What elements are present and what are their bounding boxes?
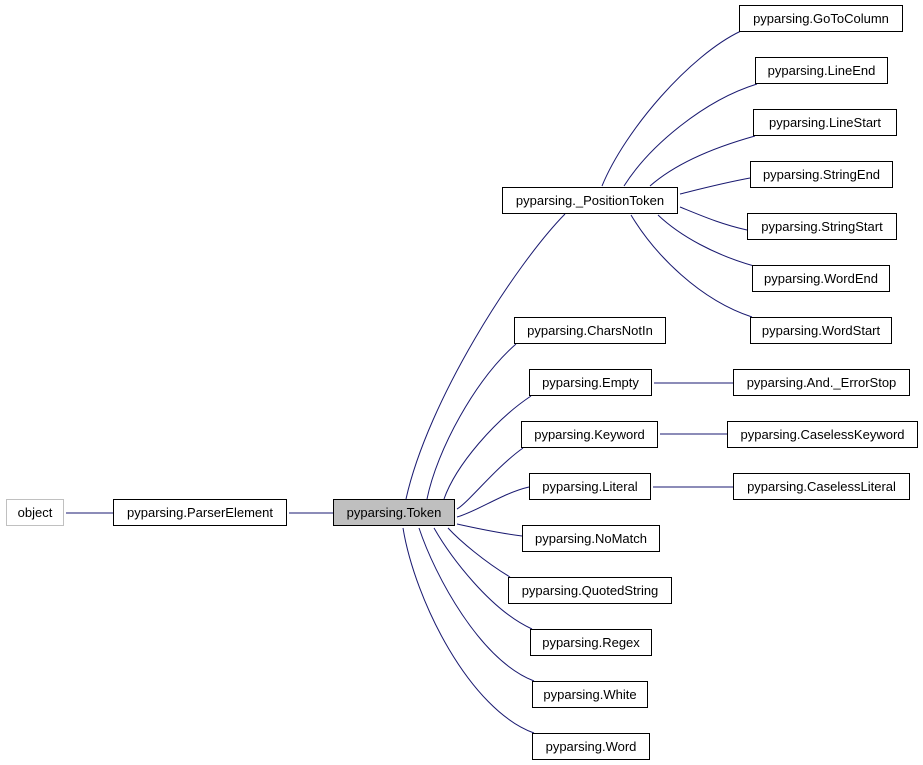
node-pyparsing-wordend[interactable]: pyparsing.WordEnd <box>752 265 890 292</box>
node-pyparsing-parserelement[interactable]: pyparsing.ParserElement <box>113 499 287 526</box>
edge-pyparsing-wordend-to-pyparsing-positiontoken <box>657 214 755 267</box>
edge-pyparsing-keyword-to-pyparsing-token <box>456 447 524 510</box>
node-pyparsing-nomatch[interactable]: pyparsing.NoMatch <box>522 525 660 552</box>
node-pyparsing-stringstart[interactable]: pyparsing.StringStart <box>747 213 897 240</box>
node-pyparsing-token[interactable]: pyparsing.Token <box>333 499 455 526</box>
node-pyparsing-regex[interactable]: pyparsing.Regex <box>530 629 652 656</box>
node-pyparsing-gotocolumn[interactable]: pyparsing.GoToColumn <box>739 5 903 32</box>
node-pyparsing-wordstart[interactable]: pyparsing.WordStart <box>750 317 892 344</box>
edge-pyparsing-literal-to-pyparsing-token <box>456 486 530 518</box>
edge-pyparsing-quotedstring-to-pyparsing-token <box>447 527 511 578</box>
node-pyparsing-keyword[interactable]: pyparsing.Keyword <box>521 421 658 448</box>
node-pyparsing-linestart[interactable]: pyparsing.LineStart <box>753 109 897 136</box>
node-pyparsing-and-errorstop[interactable]: pyparsing.And._ErrorStop <box>733 369 910 396</box>
edge-pyparsing-nomatch-to-pyparsing-token <box>456 523 523 537</box>
edge-pyparsing-regex-to-pyparsing-token <box>433 527 533 630</box>
node-pyparsing-caselesskeyword[interactable]: pyparsing.CaselessKeyword <box>727 421 918 448</box>
edge-pyparsing-word-to-pyparsing-token <box>402 527 535 734</box>
edge-pyparsing-charsnotin-to-pyparsing-token <box>426 343 517 500</box>
edge-pyparsing-stringstart-to-pyparsing-positiontoken <box>679 206 748 231</box>
node-pyparsing-lineend[interactable]: pyparsing.LineEnd <box>755 57 888 84</box>
node-pyparsing-caselessliteral[interactable]: pyparsing.CaselessLiteral <box>733 473 910 500</box>
node-object: object <box>6 499 64 526</box>
node-pyparsing-charsnotin[interactable]: pyparsing.CharsNotIn <box>514 317 666 344</box>
edge-pyparsing-lineend-to-pyparsing-positiontoken <box>623 83 758 187</box>
edge-pyparsing-stringend-to-pyparsing-positiontoken <box>679 177 751 195</box>
edge-pyparsing-wordstart-to-pyparsing-positiontoken <box>630 214 753 318</box>
node-pyparsing-stringend[interactable]: pyparsing.StringEnd <box>750 161 893 188</box>
edge-pyparsing-empty-to-pyparsing-token <box>443 395 532 500</box>
edge-pyparsing-gotocolumn-to-pyparsing-positiontoken <box>601 30 742 187</box>
edge-pyparsing-positiontoken-to-pyparsing-token <box>405 213 566 500</box>
node-pyparsing-word[interactable]: pyparsing.Word <box>532 733 650 760</box>
node-pyparsing-empty[interactable]: pyparsing.Empty <box>529 369 652 396</box>
node-pyparsing-positiontoken[interactable]: pyparsing._PositionToken <box>502 187 678 214</box>
edge-pyparsing-white-to-pyparsing-token <box>418 527 535 682</box>
edge-pyparsing-linestart-to-pyparsing-positiontoken <box>649 135 756 187</box>
node-pyparsing-literal[interactable]: pyparsing.Literal <box>529 473 651 500</box>
node-pyparsing-quotedstring[interactable]: pyparsing.QuotedString <box>508 577 672 604</box>
node-pyparsing-white[interactable]: pyparsing.White <box>532 681 648 708</box>
